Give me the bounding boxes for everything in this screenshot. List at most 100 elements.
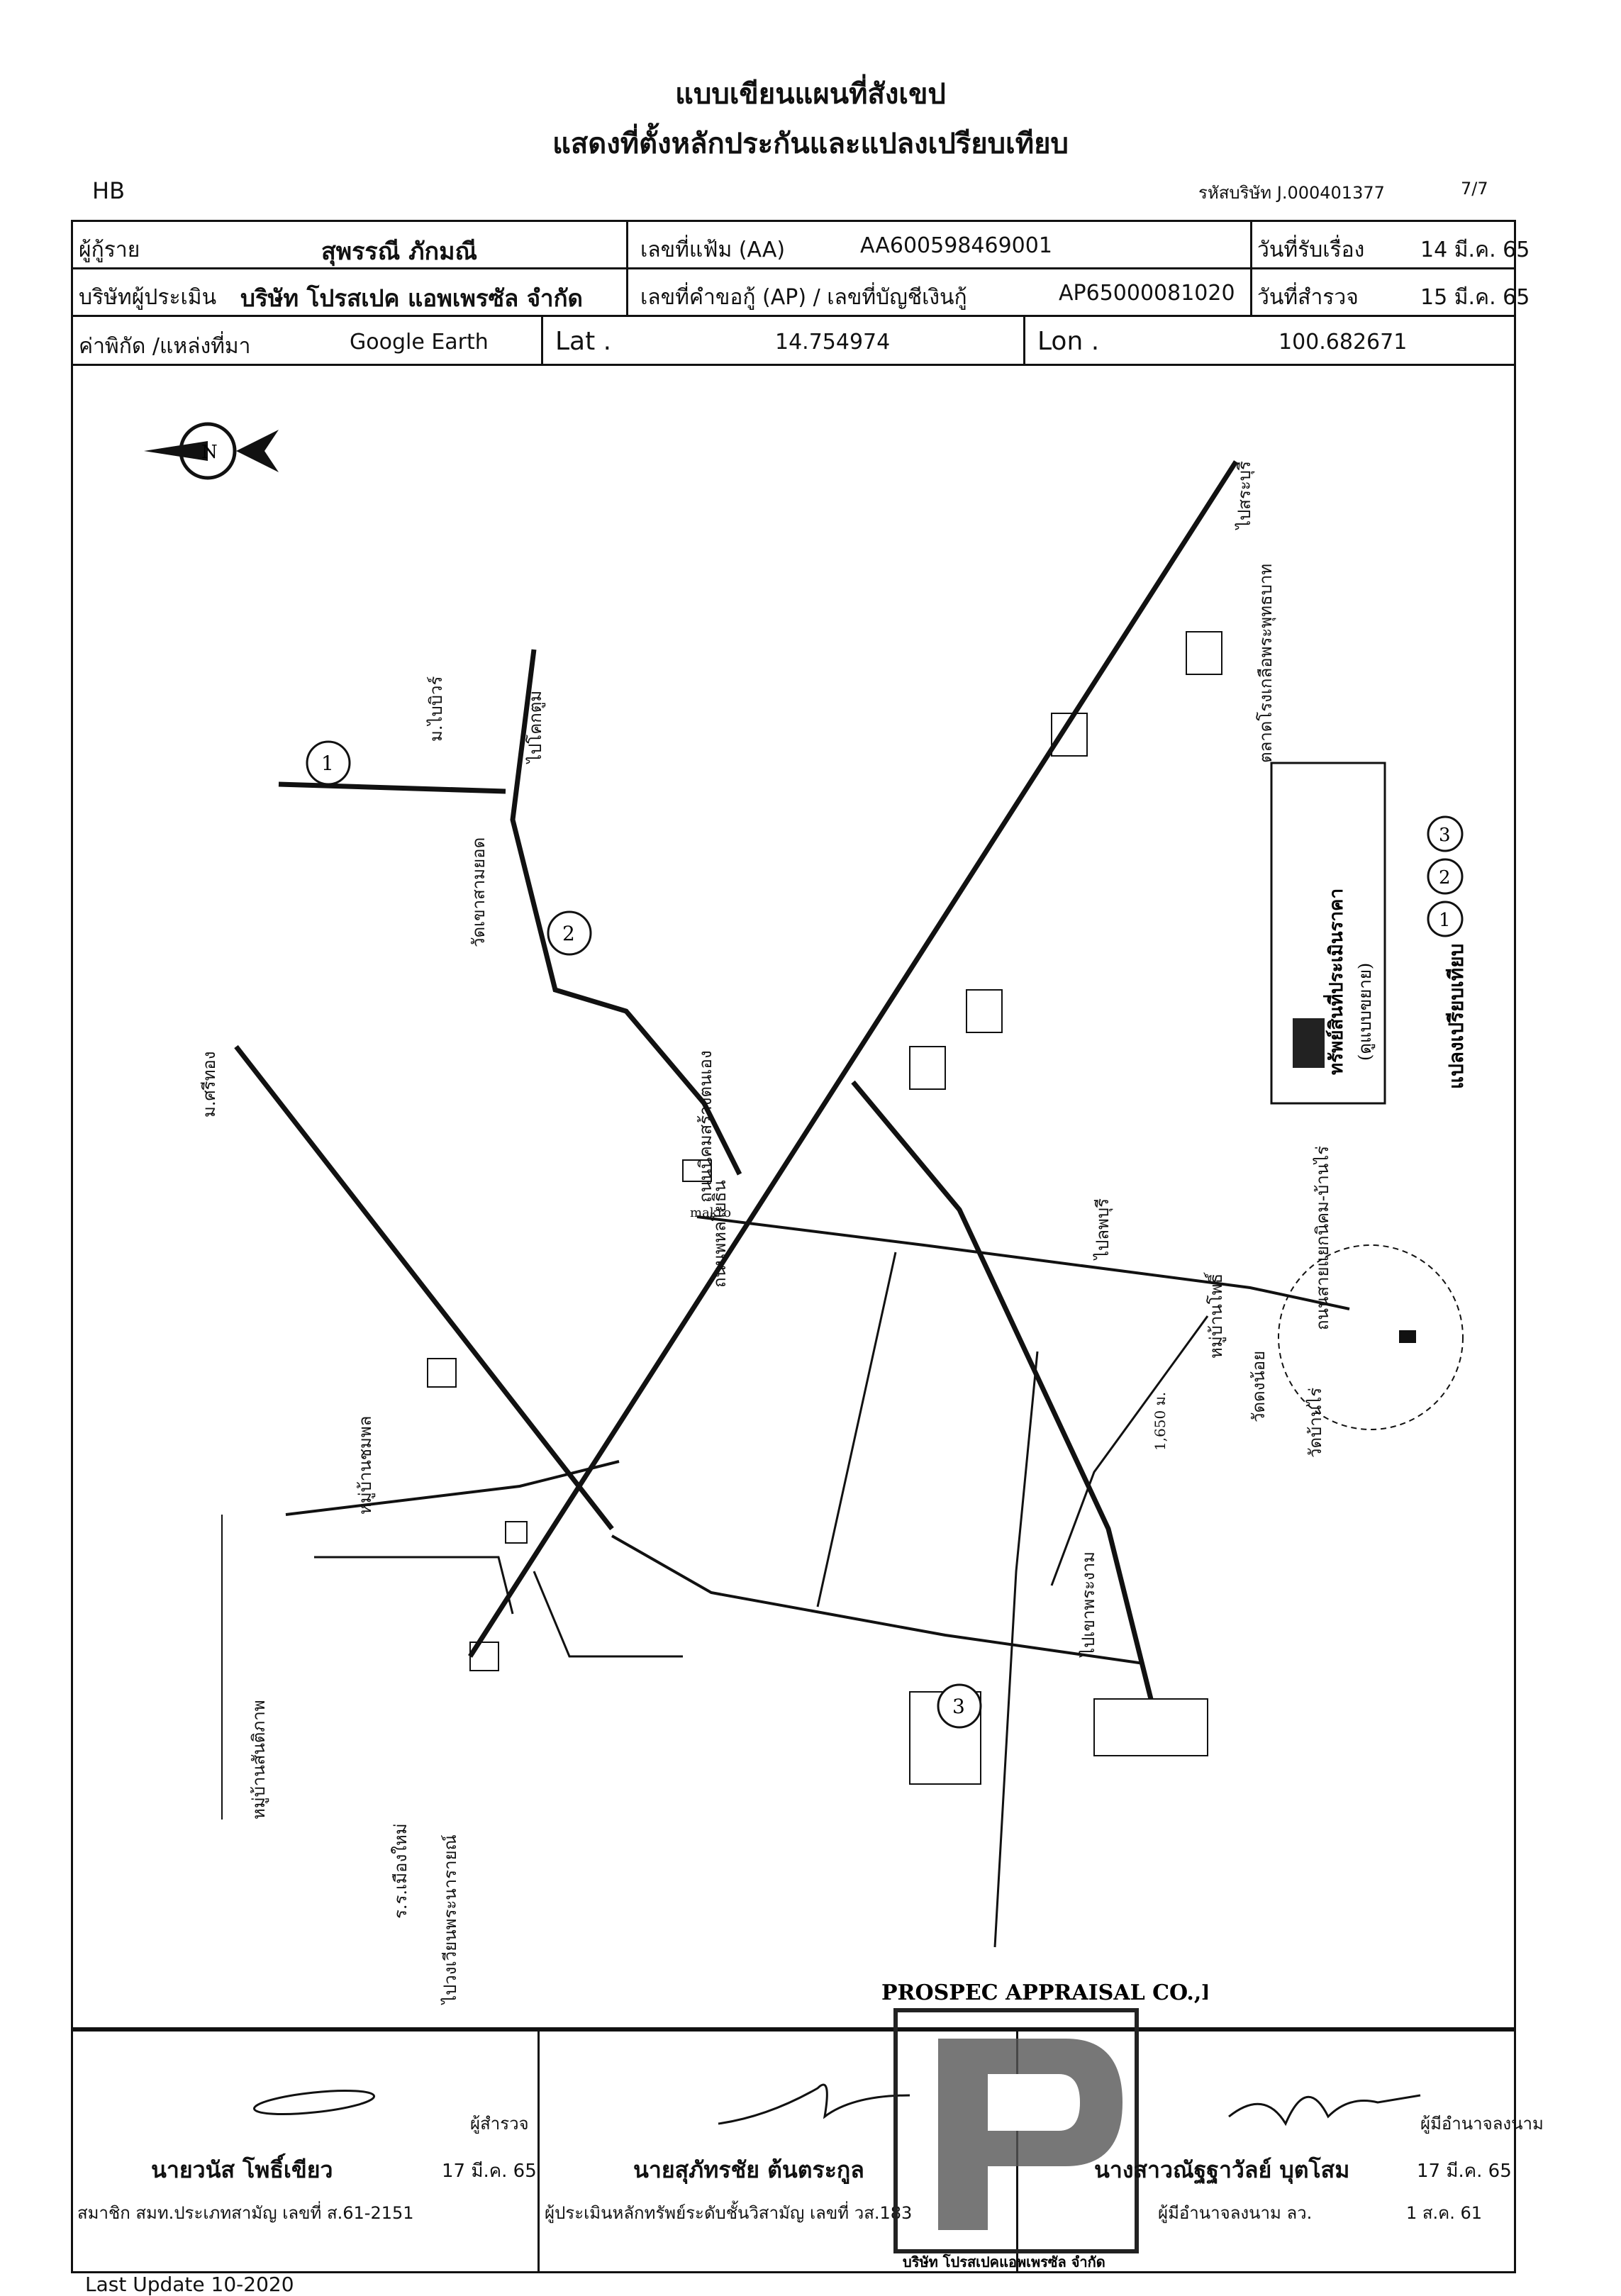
road-baiyok	[278, 781, 506, 794]
stamp-text: PROSPEC APPRAISAL CO.,LTD.	[881, 1980, 1208, 2005]
coord-label: ค่าพิกัด /แหล่งที่มา	[79, 334, 251, 359]
approver-role: ผู้มีอำนาจลงนาม	[1420, 2114, 1544, 2134]
company-code: รหัสบริษัท J.000401377	[1198, 183, 1385, 203]
label-ban-chom-phon: หมู่บ้านชมพล	[355, 1416, 376, 1515]
building-icon	[909, 1046, 946, 1090]
marker-3: 3	[937, 1683, 982, 1729]
lon-value: 100.682671	[1279, 330, 1408, 355]
approver-name: นางสาวณัฐฐาวัลย์ บุตโสม	[1094, 2156, 1350, 2183]
header-row-coordinates: ค่าพิกัด /แหล่งที่มา Google Earth Lat . …	[71, 315, 1516, 366]
received-date: 14 มี.ค. 65	[1420, 238, 1530, 262]
form-code: HB	[92, 177, 126, 204]
appraiser-name: นายสุภัทรชัย ต้นตระกูล	[633, 2156, 864, 2183]
road-soi-south	[993, 1351, 1039, 1948]
company-stamp: PROSPEC APPRAISAL CO.,LTD. บริษัท โปรสเป…	[881, 1980, 1208, 2270]
label-distance: 1,650 ม.	[1152, 1392, 1169, 1451]
appraiser-label: บริษัทผู้ประเมิน	[79, 285, 217, 310]
building-icon	[1051, 713, 1088, 757]
legend-property-label: ทรัพย์สินที่ประเมินราคา	[1322, 888, 1347, 1075]
legend-compare-label: แปลงเปรียบเทียบ	[1444, 944, 1468, 1089]
label-ban-san-khao: หมู่บ้านสันติภาพ	[249, 1700, 269, 1819]
label-muang-mai: ไปวงเวียนพระนารายณ์	[440, 1834, 460, 2005]
road-soi-2	[816, 1252, 897, 1607]
label-market: ตลาดโรงเกลือพระพุทธบาท	[1256, 564, 1276, 763]
svg-text:2: 2	[1439, 867, 1451, 888]
lat-label: Lat .	[555, 327, 612, 356]
survey-label: วันที่สำรวจ	[1257, 285, 1359, 310]
building-icon	[469, 1642, 499, 1671]
roads	[221, 460, 1464, 1948]
header-row-borrower: ผู้กู้ราย สุพรรณี ภักมณี เลขที่แฟ้ม (AA)…	[71, 220, 1530, 269]
stamp-bottom-text: บริษัท โปรสเปคแอพเพรซัล จำกัด	[903, 2253, 1105, 2270]
label-rr-muangmai: ร.ร.เมืองใหม่	[391, 1823, 411, 1919]
building-icon	[1186, 631, 1222, 675]
label-to-lopburi: ไปลพบุรี	[1093, 1198, 1113, 1261]
lat-value: 14.754974	[775, 330, 891, 355]
road-ban-rai	[696, 1215, 1350, 1310]
file-no: AA600598469001	[860, 233, 1052, 258]
header-row-appraiser: บริษัทผู้ประเมิน บริษัท โปรสเปค แอพเพรซั…	[71, 267, 1530, 317]
legend: ทรัพย์สินที่ประเมินราคา (ดูแบบขยาย) แปลง…	[1270, 762, 1468, 1105]
document-subtitle: แสดงที่ตั้งหลักประกันและแปลงเปรียบเทียบ	[552, 127, 1069, 160]
marker-2: 2	[547, 910, 592, 956]
road-soi-4	[533, 1571, 683, 1658]
road-soi-west	[285, 1460, 620, 1516]
inspector-reg: สมาชิก สมท.ประเภทสามัญ เลขที่ ส.61-2151	[77, 2203, 414, 2223]
label-to-khok-tum: ไปโคกตูม	[525, 691, 546, 764]
svg-text:3: 3	[1439, 825, 1451, 846]
label-makro: makro	[690, 1205, 731, 1220]
legend-marker-2: 2	[1427, 858, 1464, 895]
legend-marker-1: 1	[1427, 901, 1464, 937]
label-phetkasem: ถนนสายแยกนิคม-บ้านไร่	[1313, 1146, 1332, 1330]
road-soi-3	[314, 1556, 514, 1615]
approver-reg: ผู้มีอำนาจลงนาม ลว.	[1158, 2203, 1313, 2223]
file-no-label: เลขที่แฟ้ม (AA)	[640, 238, 786, 262]
enlarged-area	[1278, 1244, 1464, 1430]
loan-no-label: เลขที่คำขอกู้ (AP) / เลขที่บัญชีเงินกู้	[640, 285, 967, 310]
sketch-map: N 1 2	[71, 366, 1516, 2029]
north-label: N	[201, 442, 218, 463]
map-drawing: N 1 2	[144, 422, 1468, 2005]
lon-label: Lon .	[1037, 327, 1100, 356]
appraiser-name: บริษัท โปรสเปค แอพเพรซัล จำกัด	[240, 284, 583, 312]
signature-block: ผู้สำรวจ นายวนัส โพธิ์เขียว 17 มี.ค. 65 …	[71, 1980, 1544, 2273]
inspector-role: ผู้สำรวจ	[470, 2114, 529, 2134]
survey-date: 15 มี.ค. 65	[1420, 285, 1530, 310]
legend-property-swatch	[1293, 1018, 1325, 1068]
loan-no: AP65000081020	[1059, 281, 1235, 306]
inspector-date: 17 มี.ค. 65	[442, 2161, 537, 2182]
building-icon	[427, 1358, 457, 1388]
road-khok-tum	[510, 649, 742, 1176]
road-soi-1	[1050, 1315, 1209, 1586]
approver-signature	[1228, 2094, 1421, 2127]
appraiser-signature	[718, 2083, 910, 2125]
road-highway	[468, 460, 1238, 1658]
label-wat-khao: วัดเขาสามยอด	[469, 837, 489, 947]
borrower-name: สุพรรณี ภักมณี	[321, 238, 478, 266]
building-icons	[427, 631, 1222, 1671]
svg-text:1: 1	[1439, 910, 1451, 931]
label-ban-pho: หมู่บ้านโพธิ์	[1203, 1272, 1227, 1359]
building-icon	[966, 989, 1003, 1033]
borrower-label: ผู้กู้ราย	[79, 238, 140, 262]
road-sri-thong	[234, 1044, 614, 1531]
road-lopburi	[851, 1080, 1154, 1700]
marker-1: 1	[306, 740, 351, 786]
building-icon	[682, 1159, 712, 1182]
property-marker	[1399, 1330, 1416, 1343]
legend-enlarged-label: (ดูแบบขยาย)	[1355, 963, 1376, 1061]
label-wat-dong-noi: วัดดงน้อย	[1249, 1351, 1269, 1422]
label-nakhon-lopburi: ถนนพหลโยธิน	[710, 1180, 730, 1288]
lot-south	[1093, 1698, 1208, 1756]
label-tanee-road: ถนนนิคมสร้างตนเอง	[696, 1050, 715, 1203]
label-baiyok: ม.ไบบิวร์	[426, 676, 446, 742]
appraiser-reg: ผู้ประเมินหลักทรัพย์ระดับชั้นวิสามัญ เลข…	[545, 2203, 913, 2223]
approver-reg-date: 1 ส.ค. 61	[1406, 2203, 1483, 2223]
document-title: แบบเขียนแผนที่สังเขป	[675, 77, 946, 111]
svg-text:1: 1	[321, 752, 334, 775]
label-sri-thong: ม.ศรีทอง	[199, 1051, 219, 1118]
approver-date: 17 มี.ค. 65	[1417, 2161, 1512, 2182]
svg-text:2: 2	[562, 922, 575, 945]
compass-icon: N	[144, 422, 279, 480]
inspector-signature	[252, 2089, 376, 2116]
